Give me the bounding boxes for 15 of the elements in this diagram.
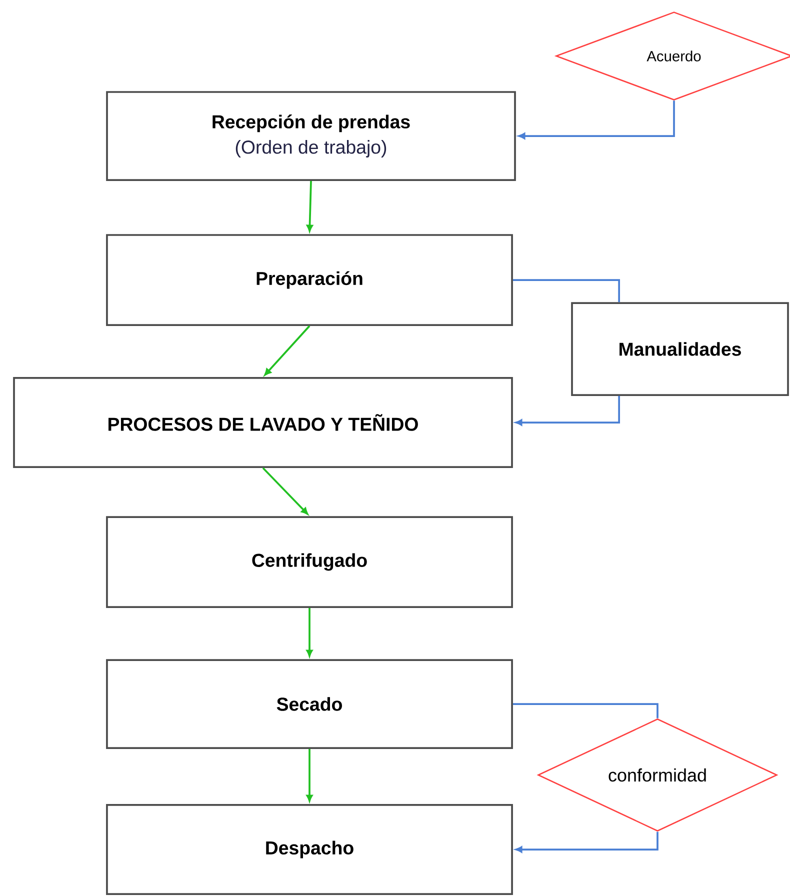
arrow	[306, 748, 313, 802]
process-box: Centrifugado	[106, 516, 513, 608]
process-box: Despacho	[106, 804, 513, 895]
arrow	[515, 832, 658, 853]
arrow	[262, 467, 308, 515]
process-box: Secado	[106, 659, 513, 749]
process-box: Manualidades	[571, 302, 789, 396]
arrow	[306, 180, 313, 232]
process-box: Preparación	[106, 234, 513, 326]
arrow	[264, 325, 310, 376]
arrow	[518, 100, 675, 140]
arrow	[515, 396, 620, 426]
process-box: PROCESOS DE LAVADO Y TEÑIDO	[13, 377, 513, 468]
process-box: Recepción de prendas (Orden de trabajo)	[106, 91, 516, 181]
arrow	[306, 608, 313, 657]
